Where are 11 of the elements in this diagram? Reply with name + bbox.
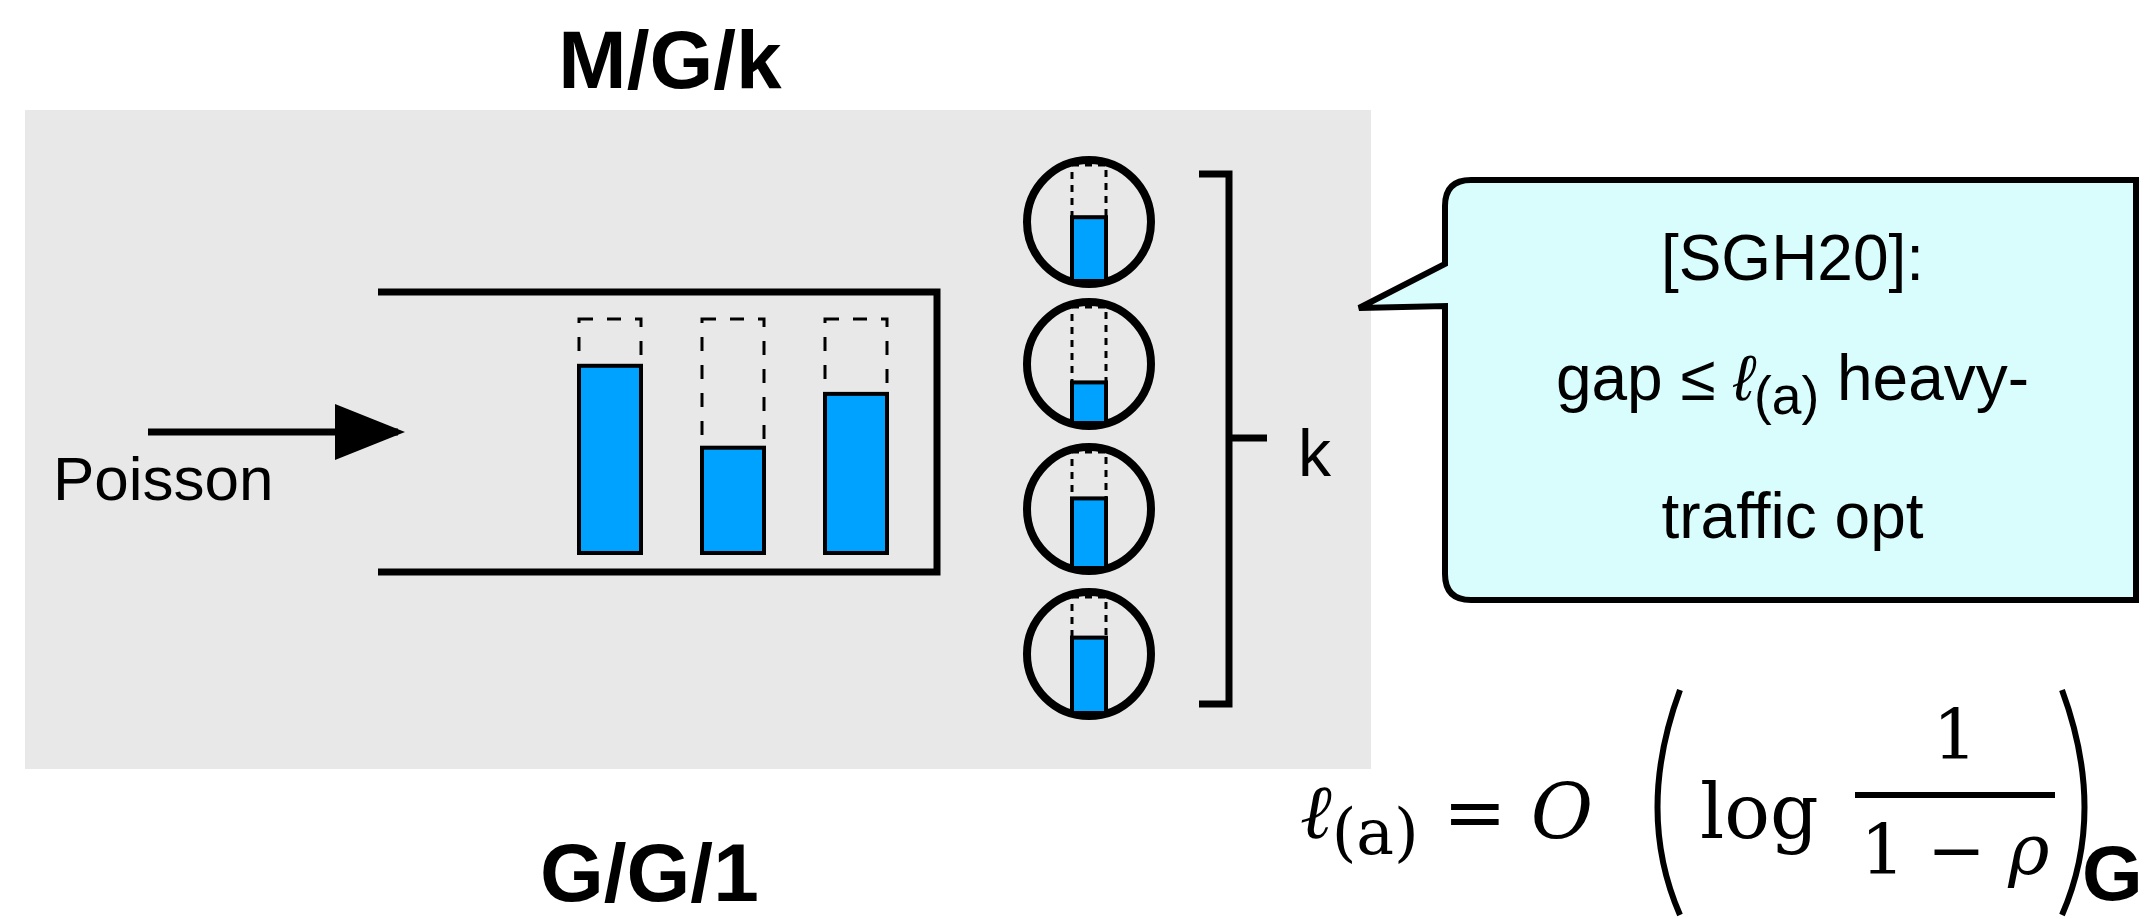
fraction-numerator: 1 (1931, 693, 1979, 778)
callout-heading: [SGH20]: (1659, 221, 1926, 296)
callout-text: gap ≤ ℓ$_{(a)}$ heavy-traffic opt (1554, 341, 2031, 554)
panel-title: M/G/k (557, 13, 783, 107)
fraction-denominator: 1 − ρ (1859, 808, 2051, 893)
bracket-label: k (1298, 415, 1331, 492)
formula-text: log (1700, 766, 1819, 858)
formula-text: ℓ$_{(a)}$ = O (1300, 766, 1594, 872)
section-title: G/G/1 (540, 828, 759, 918)
section-title: G (2082, 828, 2143, 918)
edge-label: Poisson (53, 444, 274, 514)
